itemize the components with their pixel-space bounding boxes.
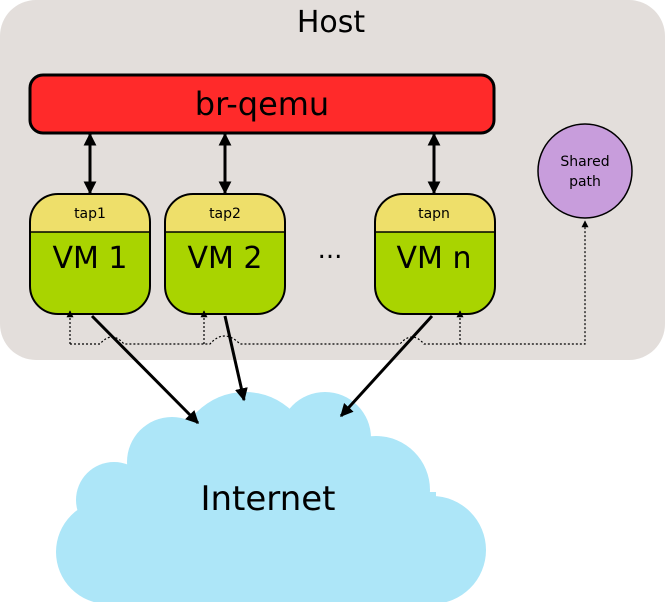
ellipsis-label: ... (318, 235, 343, 265)
vm1-internet-arrow (90, 314, 200, 425)
vm-label: VM n (397, 241, 472, 276)
vm-label: VM 1 (52, 241, 127, 276)
shared-path-trunk (70, 220, 589, 345)
vm-node-1: tap1 VM 1 (29, 193, 151, 315)
tap-band (375, 194, 495, 232)
bridge-label: br-qemu (195, 85, 329, 123)
tap-label: tapn (418, 206, 450, 222)
vm2-internet-arrow (223, 315, 248, 402)
vm-outline (374, 193, 496, 315)
vm-node-n: tapn VM n (374, 193, 496, 315)
shared-path-label-line2: path (569, 174, 601, 190)
internet-cloud (56, 392, 486, 602)
tap-band (30, 194, 150, 232)
tap-label: tap2 (209, 206, 241, 222)
vm-outline (164, 193, 286, 315)
vm-label: VM 2 (187, 241, 262, 276)
shared-path-circle (537, 123, 633, 219)
internet-label: Internet (200, 479, 335, 519)
host-label: Host (297, 5, 366, 40)
bridge-box (28, 73, 496, 135)
tap-band (165, 194, 285, 232)
vmn-internet-arrow (339, 314, 434, 418)
shared-path-connectors (66, 220, 589, 345)
shared-path-label-line1: Shared (560, 154, 609, 170)
vm-outline (29, 193, 151, 315)
vm-node-2: tap2 VM 2 (164, 193, 286, 315)
tap-label: tap1 (74, 206, 106, 222)
